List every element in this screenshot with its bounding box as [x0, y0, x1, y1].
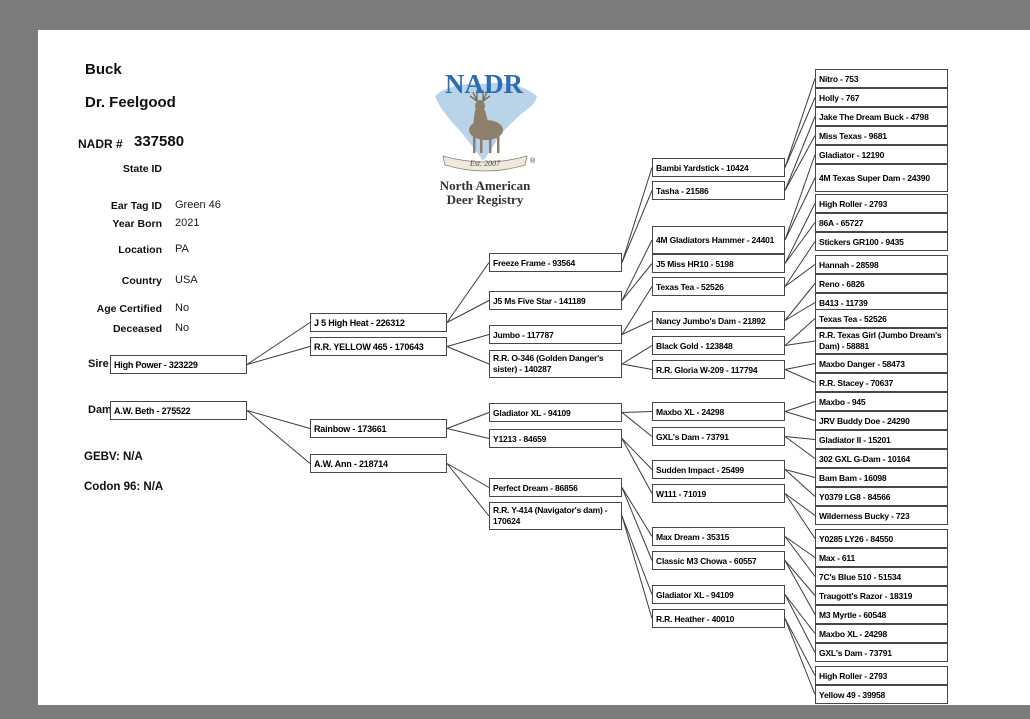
- codon96-value: Codon 96: N/A: [84, 481, 164, 493]
- registered-mark: ®: [530, 157, 536, 165]
- org-name-line1: North American: [439, 178, 531, 193]
- est-banner-ribbon: [442, 155, 528, 172]
- dam-label: Dam: [88, 404, 112, 416]
- gebv-value: GEBV: N/A: [84, 451, 143, 463]
- sire-label: Sire: [88, 358, 109, 370]
- animal-name: Dr. Feelgood: [85, 94, 176, 111]
- nadr-logo: NADR Est. 2007 ® North American Deer Reg…: [425, 66, 545, 207]
- deer-icon: [469, 100, 503, 153]
- logo-acronym: NADR: [445, 69, 523, 99]
- org-name-line2: Deer Registry: [446, 192, 524, 207]
- nadr-logo-graphic: NADR Est. 2007 ®: [435, 69, 537, 172]
- nadr-number-value: 337580: [134, 133, 185, 150]
- nadr-number-label: NADR #: [78, 137, 123, 151]
- animal-type: Buck: [85, 61, 122, 78]
- deer-antlers-icon: [469, 90, 491, 102]
- est-text: Est. 2007: [469, 159, 501, 168]
